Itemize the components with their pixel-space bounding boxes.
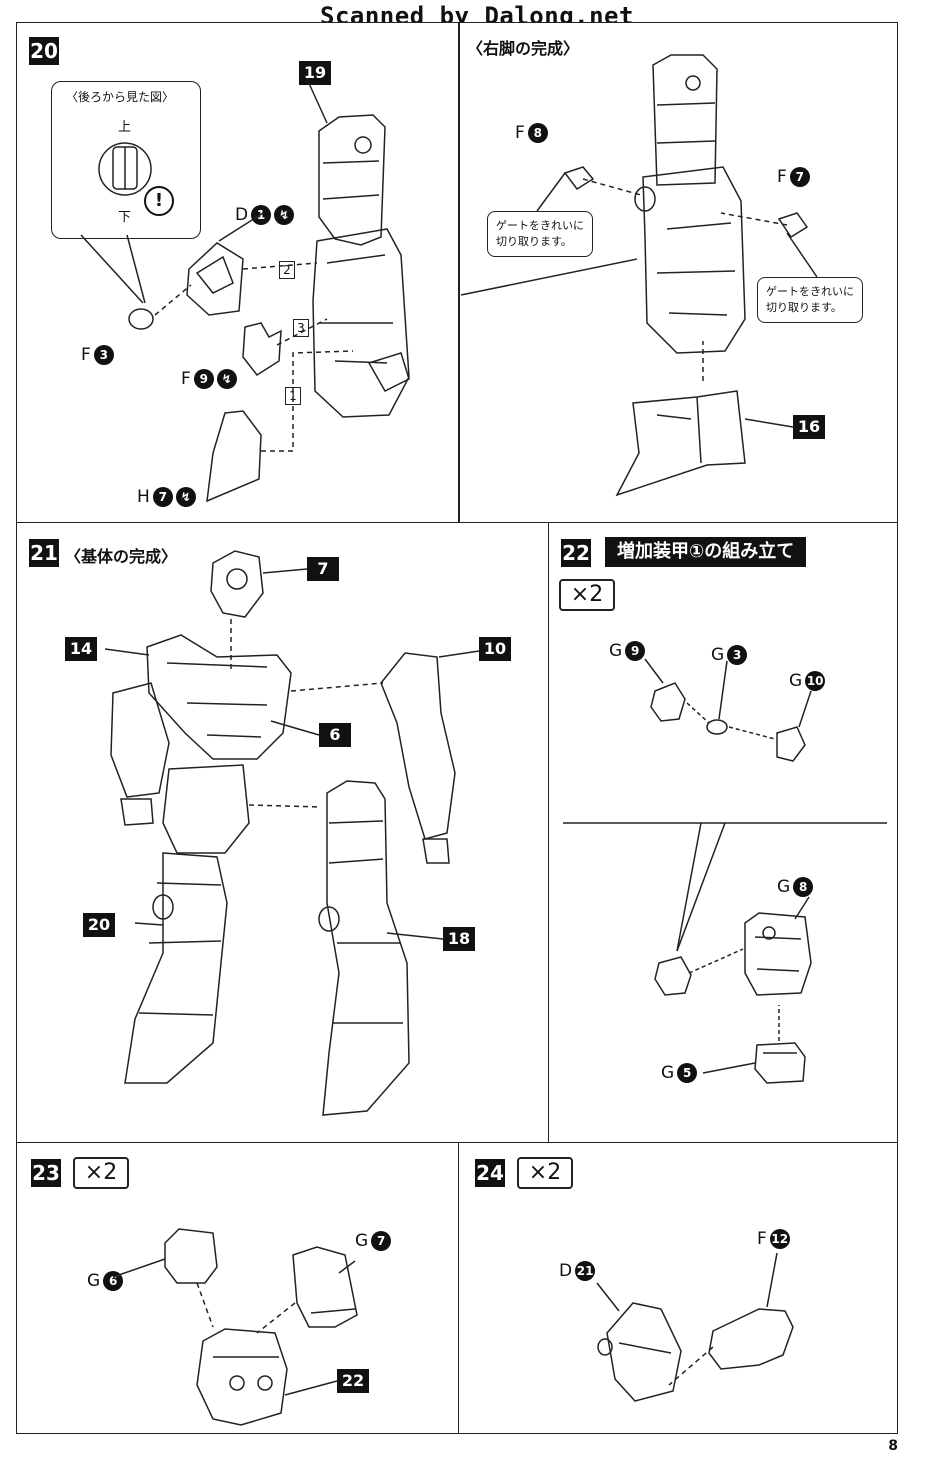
part-tag-10: 10: [479, 637, 511, 661]
step-number-22: 22: [561, 539, 591, 567]
runner-letter: F: [777, 167, 787, 187]
part-number-badge: 8: [793, 877, 814, 897]
part-label-g10: G 10: [789, 671, 826, 691]
part-label-h7: H 7 ↯: [137, 487, 196, 507]
quantity-x2: ×2: [73, 1157, 129, 1189]
page-number: 8: [888, 1438, 898, 1454]
gate-trim-note-2: ゲートをきれいに 切り取ります。: [757, 277, 863, 323]
gate-trim-note-1: ゲートをきれいに 切り取ります。: [487, 211, 593, 257]
step-24-illustration: [596, 1252, 794, 1402]
step-23-illustration: [112, 1228, 358, 1426]
warning-mark: !: [154, 190, 164, 211]
part-number-badge: 3: [727, 645, 748, 665]
quantity-x2: ×2: [517, 1157, 573, 1189]
runner-letter: F: [757, 1229, 767, 1249]
panel-step-21: 21 〈基体の完成〉 7 14 10 6 20 18: [16, 522, 550, 1144]
part-label-g5: G 5: [661, 1063, 698, 1083]
right-leg-heading: 〈右脚の完成〉: [467, 39, 580, 58]
runner-letter: G: [777, 877, 791, 897]
part-number-badge: 8: [527, 123, 548, 143]
part-tag-22: 22: [337, 1369, 369, 1393]
runner-letter: G: [789, 671, 803, 691]
part-number-badge: 12: [769, 1229, 790, 1249]
quantity-x2: ×2: [559, 579, 615, 611]
part-label-g9: G 9: [609, 641, 646, 661]
divider-vertical: [458, 23, 460, 523]
step-number-20: 20: [29, 37, 59, 65]
part-label-f7: F 7: [777, 167, 810, 187]
spring-icon: ↯: [274, 205, 295, 225]
step-22-illustration: [563, 658, 887, 1084]
spring-icon: ↯: [216, 369, 237, 389]
part-tag-18: 18: [443, 927, 475, 951]
step-21-illustration: [104, 550, 480, 1116]
runner-letter: G: [661, 1063, 675, 1083]
part-number-badge: 9: [625, 641, 646, 661]
sequence-1: 1: [285, 387, 301, 405]
part-number-badge: 21: [575, 1261, 596, 1281]
part-number-badge: 7: [789, 167, 810, 187]
runner-letter: F: [81, 345, 91, 365]
armor-assembly-banner: 増加装甲①の組み立て: [605, 537, 807, 567]
rear-view-inset: 〈後ろから見た図〉 上 下 !: [51, 81, 201, 239]
part-label-f3: F 3: [81, 345, 114, 365]
step-number-24: 24: [475, 1159, 505, 1187]
panel-step-24: 24 ×2 D 21 F 12: [458, 1142, 898, 1434]
runner-letter: G: [711, 645, 725, 665]
runner-letter: D: [235, 205, 249, 225]
part-number-badge: 5: [677, 1063, 698, 1083]
part-tag-19: 19: [299, 61, 331, 85]
panel-step-20: 20 〈後ろから見た図〉 上 下 ! 19 D 1 ↯ F 3 F 9 ↯ H …: [16, 22, 898, 524]
part-number-badge: 3: [93, 345, 114, 365]
sequence-3: 3: [293, 319, 309, 337]
part-label-f9: F 9 ↯: [181, 369, 237, 389]
base-completion-heading: 〈基体の完成〉: [65, 547, 178, 566]
runner-letter: H: [137, 487, 150, 507]
part-number-badge: 7: [371, 1231, 392, 1251]
part-tag-6: 6: [319, 723, 351, 747]
runner-letter: G: [355, 1231, 369, 1251]
part-number-badge: 9: [193, 369, 214, 389]
part-label-g6: G 6: [87, 1271, 124, 1291]
part-label-d1: D 1 ↯: [235, 205, 295, 225]
instruction-page: 20 〈後ろから見た図〉 上 下 ! 19 D 1 ↯ F 3 F 9 ↯ H …: [16, 22, 898, 1434]
runner-letter: G: [609, 641, 623, 661]
runner-letter: G: [87, 1271, 101, 1291]
spring-icon: ↯: [175, 487, 196, 507]
part-tag-16: 16: [793, 415, 825, 439]
runner-letter: D: [559, 1261, 573, 1281]
panel-step-23: 23 ×2 G 6 G 7 22: [16, 1142, 460, 1434]
rear-view-title: 〈後ろから見た図〉: [66, 90, 175, 104]
up-label: 上: [118, 120, 132, 135]
down-label: 下: [118, 210, 132, 225]
part-tag-20: 20: [83, 913, 115, 937]
part-number-badge: 7: [152, 487, 173, 507]
part-label-f8: F 8: [515, 123, 548, 143]
part-label-d21: D 21: [559, 1261, 596, 1281]
part-label-g7: G 7: [355, 1231, 392, 1251]
step-20-illustration: [80, 54, 818, 503]
runner-letter: F: [181, 369, 191, 389]
panel-step-22: 22 増加装甲①の組み立て ×2 G 9 G 3 G 10 G 8 G 5: [548, 522, 898, 1144]
runner-letter: F: [515, 123, 525, 143]
step-number-23: 23: [31, 1159, 61, 1187]
part-label-f12: F 12: [757, 1229, 790, 1249]
part-number-badge: 6: [103, 1271, 124, 1291]
step-number-21: 21: [29, 539, 59, 567]
part-label-g8: G 8: [777, 877, 814, 897]
part-tag-14: 14: [65, 637, 97, 661]
warning-icon: !: [144, 186, 174, 216]
part-number-badge: 10: [805, 671, 826, 691]
part-label-g3: G 3: [711, 645, 748, 665]
part-tag-7: 7: [307, 557, 339, 581]
